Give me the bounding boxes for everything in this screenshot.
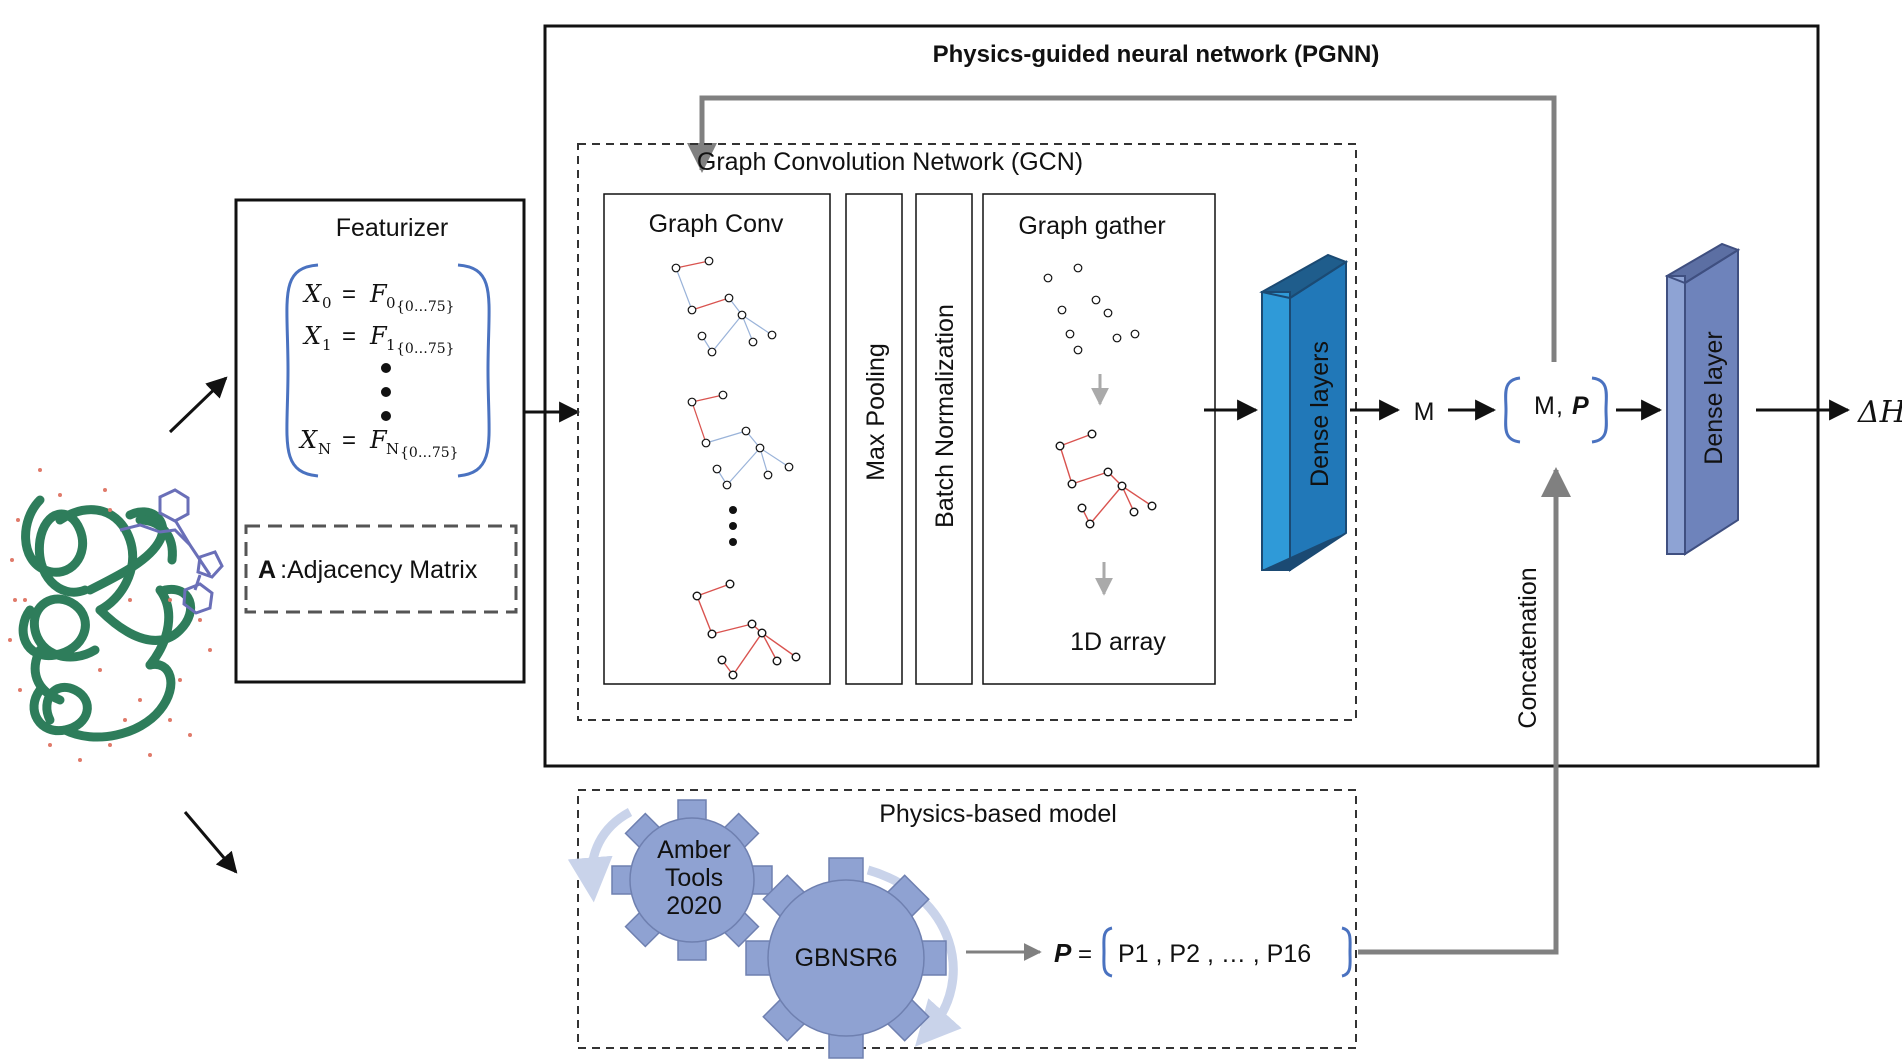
concat-right-bracket [1591,376,1608,444]
featurizer-box [234,198,526,684]
amber-label-line3: 2020 [666,892,722,920]
svg-text:=: = [1078,941,1092,968]
svg-text:0: 0 [386,294,396,312]
graph-conv-label: Graph Conv [649,210,784,238]
protein-structure-image [8,468,224,762]
max-pooling-panel [845,193,903,685]
svg-text:=: = [342,281,356,308]
svg-text:X: X [302,322,322,350]
graph-gather-graph [1055,429,1157,529]
svg-text:P: P [1572,392,1589,420]
output-delta-h: ΔH [1857,395,1902,430]
svg-text:N: N [386,440,399,458]
graph-conv-ellipsis [729,506,737,546]
feature-row-1: X 1 = F 1 {0…75} [302,322,455,357]
array-1d-label: 1D array [1070,628,1166,656]
rotation-arc-icon [567,808,633,903]
svg-text:X: X [298,426,318,454]
svg-text:=: = [342,427,356,454]
gcn-box [577,143,1357,721]
svg-text:{0…75}: {0…75} [396,299,455,315]
feature-row-0: X 0 = F 0 {0…75} [302,280,455,315]
gcn-title: Graph Convolution Network (GCN) [697,148,1083,176]
svg-text:1: 1 [322,336,332,354]
svg-text:N: N [318,440,331,458]
gbnsr6-label: GBNSR6 [795,944,898,972]
graph-conv-graph-3 [692,579,801,680]
dense-layer-block [1664,242,1741,556]
feedback-arrow [687,95,1557,362]
svg-text:P1 , P2 , … , P16: P1 , P2 , … , P16 [1118,940,1311,968]
m-label: M [1414,398,1435,426]
svg-text:{0…75}: {0…75} [400,445,459,461]
concatenation-label: Concatenation [1514,567,1542,728]
arrow-protein-to-featurizer [168,376,228,434]
svg-text:,: , [1556,392,1563,420]
featurizer-title: Featurizer [336,214,449,242]
svg-text:=: = [342,323,356,350]
vertical-ellipsis [381,363,391,421]
concat-m-p: M , P [1534,392,1589,420]
concatenation-arrow [1358,467,1571,955]
arrow-protein-to-physics [183,811,238,874]
featurizer-right-paren [457,263,491,478]
pgnn-box [543,24,1820,768]
batch-normalization-panel [915,193,973,685]
graph-conv-panel [603,193,831,685]
svg-text:P: P [1054,938,1072,968]
batch-normalization-label: Batch Normalization [931,304,959,528]
dense-layers-block [1259,253,1349,572]
svg-text:F: F [369,426,388,454]
svg-text:F: F [369,280,388,308]
graph-conv-graph-1 [671,256,777,357]
featurizer-left-paren [285,263,319,478]
svg-text:{0…75}: {0…75} [396,341,455,357]
gear-icon-gbnsr6 [745,857,947,1059]
gear-icon-amber-tools [611,799,773,961]
svg-text:M: M [1534,392,1555,420]
graph-gather-label: Graph gather [1018,212,1165,240]
graph-conv-graph-2 [687,390,794,490]
graph-gather-nodes [1043,263,1140,355]
svg-text:0: 0 [322,294,332,312]
pgnn-title: Physics-guided neural network (PGNN) [933,41,1380,68]
dense-layers-label: Dense layers [1306,341,1334,487]
svg-text:F: F [369,322,388,350]
amber-label-line2: Tools [665,864,723,892]
p-vector: P = P1 , P2 , … , P16 [1054,926,1352,978]
adjacency-matrix-box [244,524,518,614]
svg-text:1: 1 [386,336,396,354]
feature-row-n: X N = F N {0…75} [298,426,459,461]
amber-label-line1: Amber [657,836,731,864]
graph-gather-panel [982,193,1216,685]
concat-left-bracket [1504,376,1521,444]
svg-text:X: X [302,280,322,308]
adjacency-matrix-label: A:Adjacency Matrix [258,556,478,584]
dense-layer-label: Dense layer [1700,331,1728,464]
physics-model-title: Physics-based model [879,800,1117,828]
max-pooling-label: Max Pooling [862,343,890,481]
